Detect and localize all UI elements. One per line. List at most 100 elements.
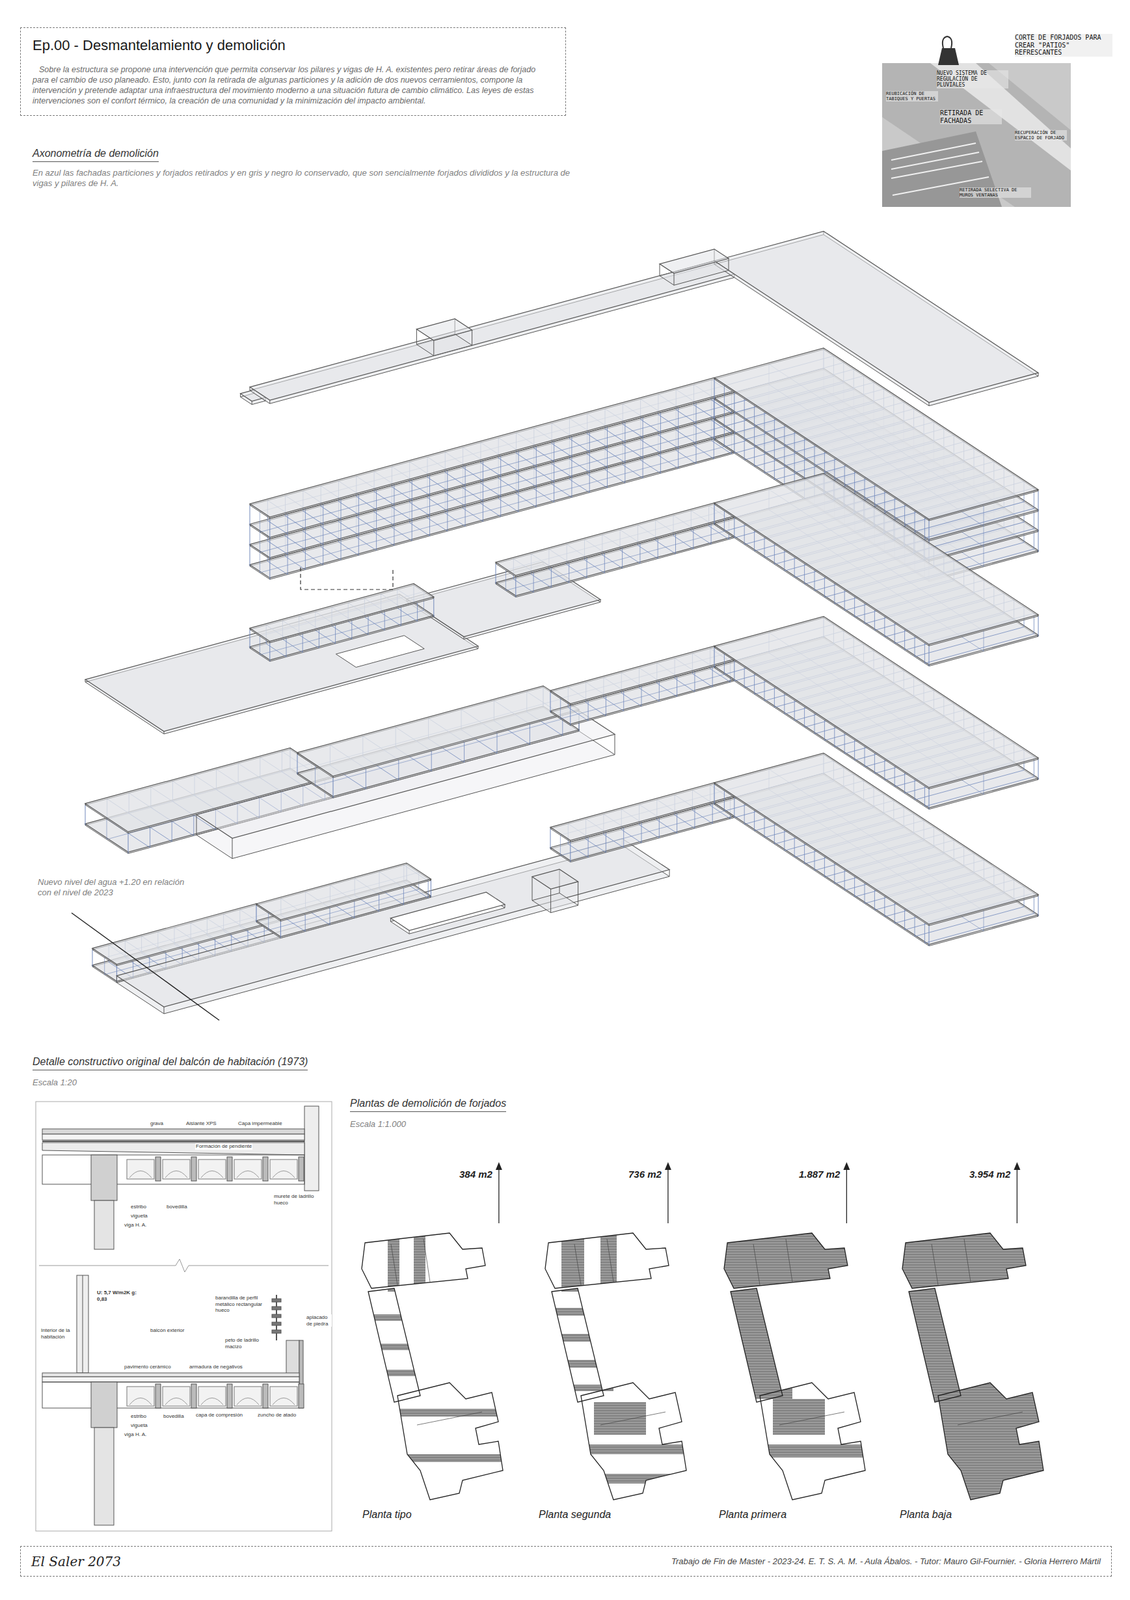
vigueta xyxy=(227,1383,233,1408)
demolished-slab xyxy=(535,1307,614,1316)
bovedilla-arch xyxy=(129,1170,152,1179)
demolished-slab xyxy=(535,1473,699,1484)
plan-wall xyxy=(957,1411,1023,1425)
drawing-g xyxy=(882,36,1071,207)
detail-label: Capa impermeable xyxy=(237,1120,283,1127)
axo-edge xyxy=(163,731,165,734)
axo-edge xyxy=(714,399,715,420)
axo-edge xyxy=(269,642,270,662)
sketch-note: NUEVO SISTEMA DE REGULACIÓN DE PLUVIALES xyxy=(936,70,1009,89)
axo-edge xyxy=(714,379,715,400)
axo-edge xyxy=(92,949,94,967)
demolished-slab xyxy=(714,1444,877,1458)
axo-face xyxy=(116,838,670,1008)
axo-edge xyxy=(673,273,675,285)
axo-face xyxy=(550,782,735,841)
header-box: Ep.00 - Desmantelamiento y demoliciónSob… xyxy=(20,27,566,116)
area-arrow xyxy=(667,1168,669,1224)
demolished-slab xyxy=(351,1369,431,1376)
detail-label: zuncho de atado xyxy=(256,1411,297,1419)
axo-edge xyxy=(333,777,334,798)
drawing-path xyxy=(39,1258,329,1272)
drawing-rect xyxy=(42,1128,305,1134)
axo-edge xyxy=(256,904,257,922)
plan-wall xyxy=(779,1411,845,1425)
drawing-polygon xyxy=(42,1142,305,1155)
vigueta xyxy=(227,1156,233,1181)
plan-outline xyxy=(580,1382,687,1500)
bovedilla-block xyxy=(234,1159,262,1179)
axo-face xyxy=(532,869,579,889)
plan-wall xyxy=(964,1238,971,1282)
axo-face xyxy=(335,635,425,668)
axo-edge xyxy=(116,965,118,983)
bovedilla-block xyxy=(162,1386,190,1406)
detail-label: U: 5,7 W/m2K g: 0,83 xyxy=(96,1289,144,1302)
axo-edge xyxy=(471,329,473,345)
detail-label: bovedilla xyxy=(162,1412,185,1420)
area-label: 384 m2 xyxy=(459,1168,493,1181)
axo-face xyxy=(249,377,735,518)
axo-edge xyxy=(714,504,715,525)
bovedilla-arch xyxy=(165,1170,188,1179)
demolished-slab xyxy=(892,1229,1056,1503)
arrow-head xyxy=(843,1161,850,1170)
drawing-line xyxy=(42,1140,305,1142)
demolished-slab xyxy=(772,1398,825,1435)
detail-label: Formación de pendiente xyxy=(195,1143,253,1150)
axo-edge xyxy=(269,558,270,579)
detail-label: viga H. A. xyxy=(123,1431,148,1438)
axo-edge xyxy=(928,402,930,406)
plan-demolition xyxy=(892,1229,1056,1503)
plan-outline xyxy=(551,1288,604,1402)
axo-edge xyxy=(1038,372,1039,377)
axo-face xyxy=(714,472,1039,645)
axo-edge xyxy=(433,597,434,617)
axo-edge xyxy=(196,814,198,835)
plan-wall xyxy=(753,1243,760,1285)
axo-edge xyxy=(251,400,253,404)
drawing-g xyxy=(495,1161,1021,1224)
axo-edge xyxy=(269,538,270,559)
bovedilla-block xyxy=(162,1159,190,1179)
axo-edge xyxy=(669,869,671,877)
axo-face xyxy=(249,583,434,642)
title: Ep.00 - Desmantelamiento y demolición xyxy=(32,37,554,54)
drawing-rect xyxy=(271,1329,282,1333)
sketch-note: RETIRADA DE FACHADAS xyxy=(940,109,1002,125)
drawing-rect xyxy=(76,1275,89,1373)
plan-outline xyxy=(938,1382,1044,1500)
detail-label: capa de compresión xyxy=(195,1411,244,1419)
drawing-path xyxy=(300,567,393,590)
text-label: En azul las fachadas particiones y forja… xyxy=(32,167,579,190)
area-label: 3.954 m2 xyxy=(969,1168,1011,1181)
axo-edge xyxy=(714,647,715,668)
detail-label: balcón exterior xyxy=(149,1327,185,1334)
intro-text: Sobre la estructura se propone una inter… xyxy=(32,64,554,107)
bovedilla-block xyxy=(269,1386,298,1406)
axo-edge xyxy=(1038,616,1039,637)
plan-outline xyxy=(397,1382,503,1500)
axo-face xyxy=(249,260,735,401)
plan-ground xyxy=(759,1382,866,1500)
detail-label: armadura de negativos xyxy=(188,1363,244,1371)
axo-edge xyxy=(85,804,86,825)
axo-edge xyxy=(550,888,552,913)
drawing-line xyxy=(71,912,220,1021)
plan-demolition xyxy=(714,1229,877,1458)
sketch-note: RECUPERACIÓN DE ESPACIO DE FORJADO xyxy=(1014,130,1067,141)
detail-label: vigueta xyxy=(130,1212,149,1220)
arrow-head xyxy=(495,1161,503,1170)
plan-outline xyxy=(759,1382,866,1500)
floor-plan xyxy=(535,1229,699,1500)
axo-edge xyxy=(928,925,930,946)
axo-edge xyxy=(504,904,506,908)
demolished-slab xyxy=(351,1343,431,1350)
plan-outline xyxy=(545,1232,669,1289)
detail-label: Interior de la habitación xyxy=(40,1327,76,1340)
axo-face xyxy=(714,616,1039,788)
axo-edge xyxy=(433,340,434,356)
plan-outline xyxy=(730,1288,783,1402)
axo-face xyxy=(550,645,735,704)
